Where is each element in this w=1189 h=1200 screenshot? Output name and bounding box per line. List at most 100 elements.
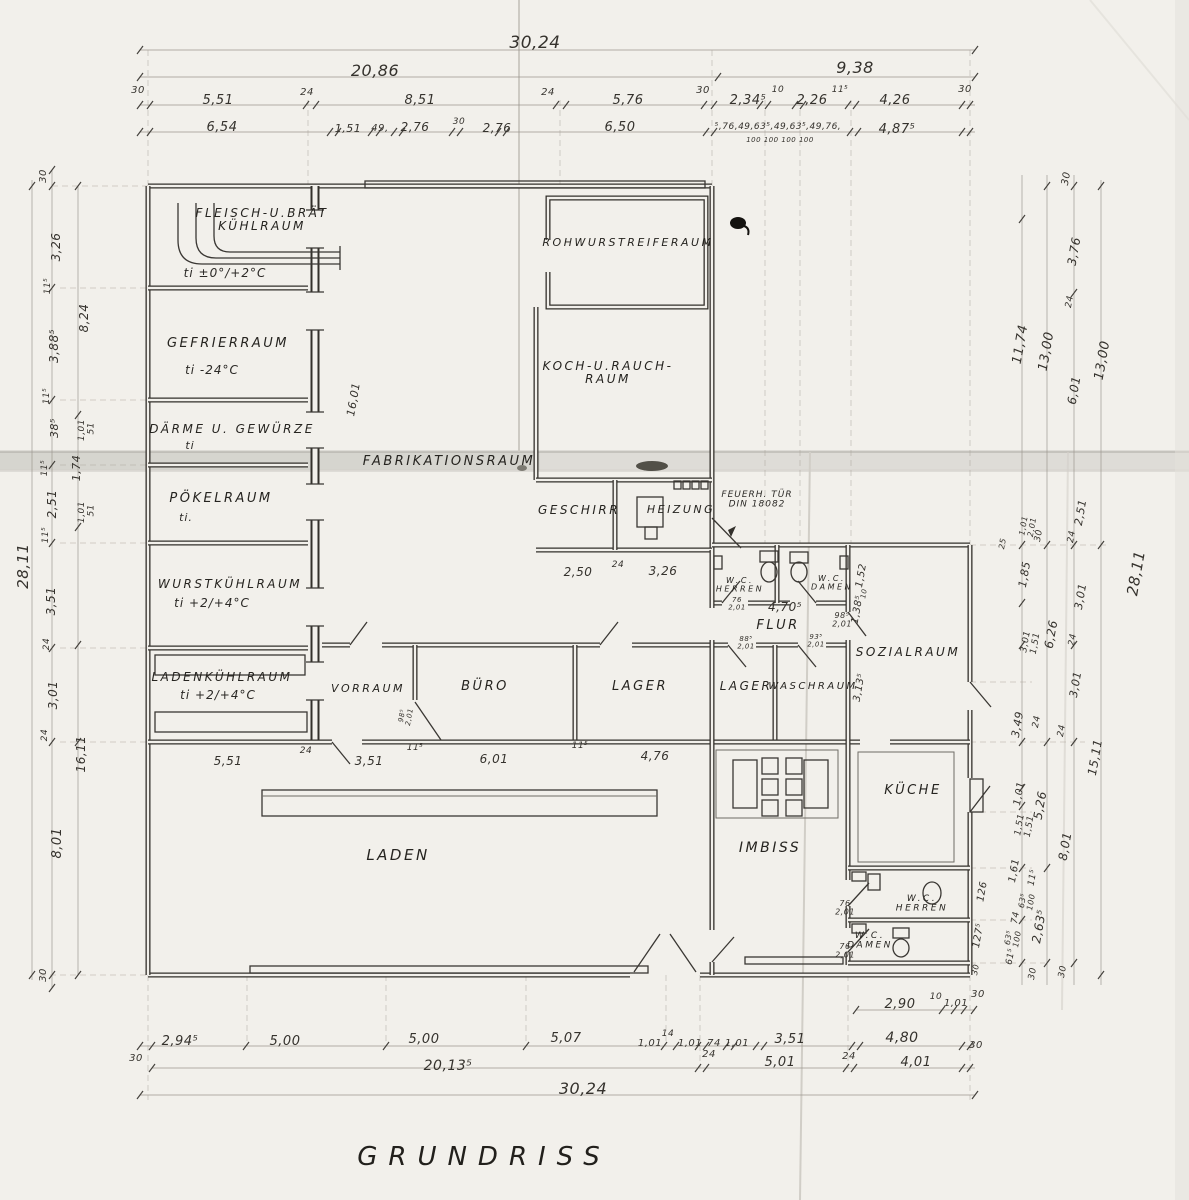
dim-label: 14	[662, 1029, 674, 1039]
dim-label: 4,76	[641, 749, 670, 763]
dim-label: 63⁵100	[1017, 892, 1037, 912]
dim-label: 24	[1056, 724, 1068, 738]
dim-bottom-total: 30,24	[559, 1079, 607, 1098]
drawing-title: GRUNDRISS	[357, 1142, 611, 1172]
extension-lines-bottom	[147, 975, 971, 1100]
dim-label: 8,24	[77, 304, 91, 333]
note-fleisch-temp: ti ±0°/+2°C	[184, 266, 267, 280]
dim-label: 11⁵	[41, 527, 51, 544]
dim-label: 3,26	[649, 564, 678, 578]
ink-blots	[517, 217, 750, 471]
dim-label: 11⁵	[832, 85, 849, 95]
walls	[145, 183, 973, 978]
dim-label: 5,01	[765, 1055, 796, 1070]
room-koch-u-rauchraum: KOCH-U.RAUCH-RAUM	[543, 359, 674, 386]
dim-label: 3,26	[49, 233, 63, 262]
dim-label: 2,51	[45, 490, 59, 519]
dim-label: 2,34⁵	[730, 93, 767, 108]
dim-label: 1,01	[725, 1038, 749, 1049]
dim-label: 5,76	[613, 93, 644, 108]
dim-label: 30	[1060, 171, 1073, 186]
note-wurst-temp: ti +2/+4°C	[174, 596, 250, 610]
dim-label: 16,11	[74, 736, 88, 773]
dim-label: 5,00	[409, 1032, 440, 1047]
dimension-lines	[28, 45, 1108, 1100]
meat-rail-tracks	[177, 203, 341, 270]
dim-label: 127⁵	[971, 922, 986, 949]
dim-label: 24	[842, 1051, 856, 1062]
dim-label: 11⁵	[43, 278, 53, 295]
dim-label: 1,01	[678, 1038, 702, 1049]
room-wc-herren: W.C.HERREN	[896, 894, 948, 914]
room-waschraum: WASCHRAUM	[768, 681, 857, 692]
dim-label: 3,13⁵	[852, 672, 868, 702]
dim-label: 11⁵	[40, 460, 50, 477]
extension-lines-left	[40, 185, 148, 976]
heating-grille	[673, 480, 709, 490]
dim-label: 10	[930, 992, 942, 1002]
dim-label: 3,01	[1072, 582, 1089, 610]
dimension-ticks	[28, 45, 1105, 1100]
wc-bottom-fixtures	[851, 871, 942, 958]
room-wc-damen: W.C.DAMEN	[847, 931, 893, 951]
dim-label: 30	[1033, 529, 1045, 543]
dim-label: 1,85	[1016, 560, 1033, 588]
dim-label: 100 100 100 100	[746, 136, 814, 144]
dim-label: 24	[1067, 633, 1079, 647]
dim-label: 1,52	[854, 563, 869, 589]
dim-label: 25	[997, 537, 1008, 550]
kueche-inner-line	[857, 751, 955, 863]
dim-label: 13,00	[1036, 331, 1058, 373]
dim-label: 63⁵100	[1003, 929, 1023, 949]
window-bands	[249, 180, 844, 974]
dim-label: 30	[971, 989, 985, 1000]
dim-bottom-left-block: 20,13⁵	[424, 1058, 473, 1074]
dim-label: 30	[131, 85, 145, 96]
dim-label: 61⁵	[1005, 948, 1018, 966]
dim-label: 1,38⁵	[850, 594, 866, 624]
fixtures	[154, 180, 992, 974]
dim-label: 4,80	[885, 1030, 918, 1046]
dim-top-total: 30,24	[509, 33, 560, 53]
dim-label: 30	[38, 169, 49, 183]
note-gefrier-temp: ti -24°C	[185, 363, 239, 377]
dim-label: 3,51	[775, 1032, 806, 1047]
room-kueche: KÜCHE	[884, 781, 941, 798]
dim-label: 16,01	[344, 382, 363, 418]
dim-label: 3,88⁵	[47, 329, 61, 363]
fire-door-leaf	[711, 517, 742, 549]
dim-label: 30	[969, 1040, 983, 1051]
dim-label: 6,01	[1065, 375, 1084, 406]
dim-label: 30	[696, 85, 710, 96]
dim-label: 1,01	[1012, 781, 1027, 807]
dim-label: 30	[1027, 967, 1039, 981]
dim-label: 1,61	[1007, 858, 1022, 884]
dim-label: 38⁵	[48, 418, 61, 438]
imbiss-seating	[715, 749, 839, 819]
dim-left-total: 28,11	[14, 543, 32, 588]
dim-top-right-block: 9,38	[836, 58, 874, 77]
dim-label: 2,76	[483, 121, 512, 135]
dim-label: 4,87⁵	[879, 122, 916, 137]
dim-label: 8,51	[405, 93, 436, 108]
dim-label: 24	[702, 1049, 716, 1060]
dim-label: 3,01	[1067, 670, 1084, 698]
dim-label: 24	[40, 729, 50, 741]
dim-label: 1,01	[944, 998, 968, 1009]
room-ladenkuehlraum: LADENKÜHLRAUM	[151, 668, 292, 684]
room-poekelraum: PÖKELRAUM	[169, 489, 272, 506]
dim-label: 11⁵	[572, 741, 589, 751]
dim-label: 1,74	[70, 455, 83, 482]
room-heizung: HEIZUNG	[647, 503, 715, 516]
dim-label: 4,01	[901, 1055, 932, 1070]
